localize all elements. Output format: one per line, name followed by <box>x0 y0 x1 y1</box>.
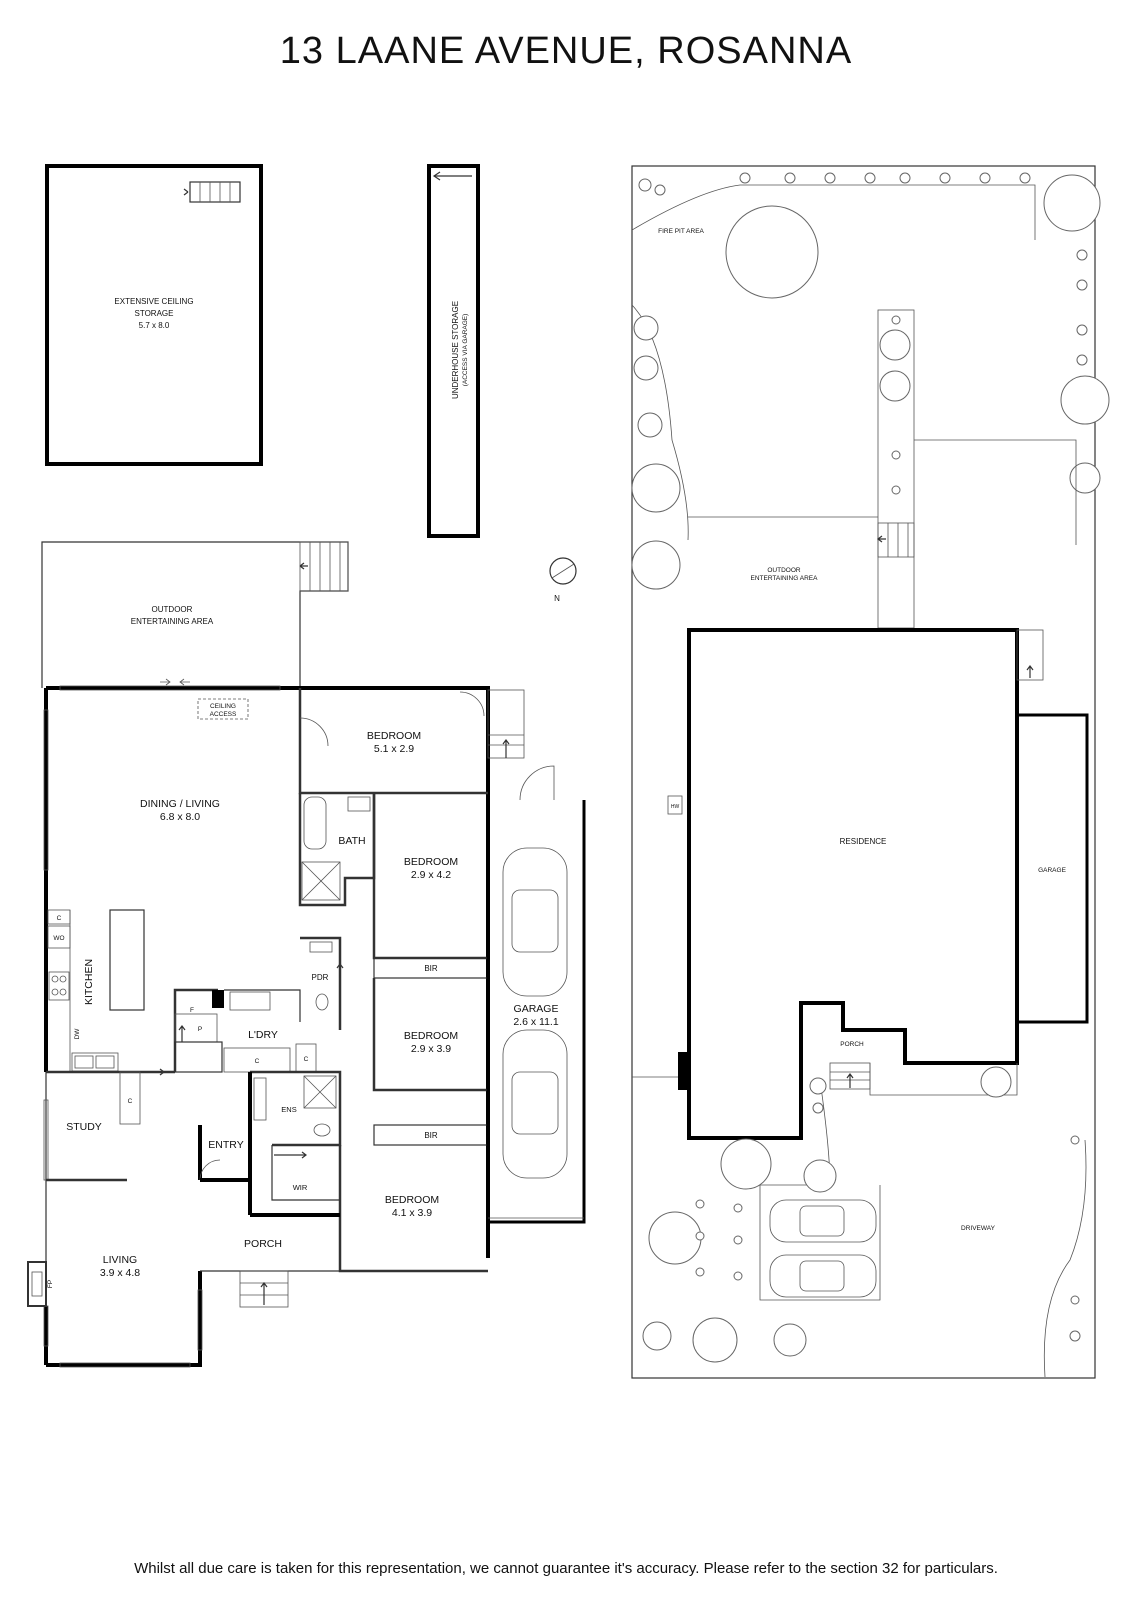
ensuite-label: ENS <box>281 1105 296 1114</box>
fireplace-label: FP <box>47 1280 54 1288</box>
shower-icon <box>301 861 341 901</box>
bir-2-label: BIR <box>424 1131 438 1140</box>
site-plan: FIRE PIT AREA <box>631 165 1110 1379</box>
compass-north-label: N <box>554 594 560 603</box>
garage-label: GARAGE <box>514 1003 559 1015</box>
site-porch-label: PORCH <box>840 1041 864 1048</box>
dishwasher-label: DW <box>74 1028 81 1040</box>
garage-dims: 2.6 x 11.1 <box>513 1016 558 1028</box>
linen-cupboard-label: C <box>304 1056 309 1063</box>
front-stairs-icon <box>239 1270 289 1308</box>
bedroom-3-dims: 2.9 x 3.9 <box>411 1043 451 1055</box>
pdr-toilet-icon <box>309 941 333 1011</box>
entry-label: ENTRY <box>208 1139 243 1151</box>
site-outdoor-label: OUTDOOR <box>767 567 801 574</box>
compass-icon: N <box>549 556 577 603</box>
outdoor-stairs-icon <box>299 541 349 592</box>
page-title: 13 LAANE AVENUE, ROSANNA <box>279 30 853 72</box>
dining-living-label: DINING / LIVING <box>140 798 220 810</box>
study-label: STUDY <box>66 1121 102 1133</box>
ceiling-access-label: CEILING <box>210 703 236 710</box>
underhouse-storage-plan: UNDERHOUSE STORAGE (ACCESS VIA GARAGE) <box>427 164 480 538</box>
bedroom-2-dims: 2.9 x 4.2 <box>411 869 451 881</box>
underhouse-storage-label: UNDERHOUSE STORAGE <box>451 301 460 399</box>
ceiling-storage-plan: EXTENSIVE CEILING STORAGE 5.7 x 8.0 <box>45 164 263 466</box>
bedroom-4-dims: 4.1 x 3.9 <box>392 1207 432 1219</box>
bedroom-3-label: BEDROOM <box>404 1030 458 1042</box>
car-icon <box>502 847 568 997</box>
rear-stairs-icon <box>487 689 525 759</box>
ceiling-storage-label: EXTENSIVE CEILING <box>114 297 193 306</box>
outdoor-area-label-2: ENTERTAINING AREA <box>131 617 214 626</box>
site-outdoor-label-2: ENTERTAINING AREA <box>751 575 819 582</box>
bathtub-icon <box>303 796 327 850</box>
kitchen-island <box>109 909 145 1011</box>
bedroom-2-label: BEDROOM <box>404 856 458 868</box>
driveway-label: DRIVEWAY <box>961 1225 996 1232</box>
bedroom-1-label: BEDROOM <box>367 730 421 742</box>
outdoor-area-label: OUTDOOR <box>152 605 193 614</box>
site-garage-label: GARAGE <box>1038 867 1066 874</box>
ceiling-access-label-2: ACCESS <box>210 711 237 718</box>
fireplace-icon <box>27 1261 47 1307</box>
wall-oven-label: WO <box>53 935 64 942</box>
ceiling-ladder-icon <box>183 181 241 203</box>
laundry-cupboard-label: C <box>255 1058 260 1065</box>
bath-label: BATH <box>338 835 365 847</box>
kitchen-label: KITCHEN <box>83 959 95 1005</box>
cooktop-icon <box>48 971 70 1001</box>
wir-label: WIR <box>293 1183 308 1192</box>
pdr-label: PDR <box>312 973 329 982</box>
disclaimer-text: Whilst all due care is taken for this re… <box>134 1560 998 1577</box>
living-label: LIVING <box>103 1254 137 1266</box>
porch-label: PORCH <box>244 1238 282 1250</box>
living-dims: 3.9 x 4.8 <box>100 1267 140 1279</box>
ceiling-storage-label-2: STORAGE <box>135 309 174 318</box>
floor-plan: OUTDOOR ENTERTAINING AREA CEILING ACCESS… <box>27 541 586 1368</box>
site-porch-stairs-icon <box>829 1062 871 1090</box>
site-stairs-icon <box>877 522 915 558</box>
dining-living-dims: 6.8 x 8.0 <box>160 811 200 823</box>
ceiling-storage-dims: 5.7 x 8.0 <box>139 321 170 330</box>
garden-trees <box>631 172 1110 590</box>
bir-1-label: BIR <box>424 964 438 973</box>
underhouse-access-note: (ACCESS VIA GARAGE) <box>462 314 469 387</box>
fridge-label: F <box>190 1007 194 1014</box>
cupboard-label: C <box>57 915 62 922</box>
ensuite-shower-icon <box>303 1075 337 1109</box>
hot-water-label: HW <box>671 804 680 810</box>
car-icon <box>769 1254 877 1298</box>
car-icon <box>769 1199 877 1243</box>
garden-trees-lower <box>642 1066 1081 1363</box>
laundry-label: L'DRY <box>248 1029 278 1041</box>
pantry-label: P <box>198 1026 202 1033</box>
bedroom-1-dims: 5.1 x 2.9 <box>374 743 414 755</box>
bedroom-4-label: BEDROOM <box>385 1194 439 1206</box>
kitchen-sink-icon <box>71 1052 119 1072</box>
residence-stairs-icon <box>1016 629 1044 681</box>
residence-label: RESIDENCE <box>840 837 887 846</box>
fire-pit-label: FIRE PIT AREA <box>658 228 704 235</box>
car-icon <box>502 1029 568 1179</box>
study-cupboard-label: C <box>128 1098 133 1105</box>
